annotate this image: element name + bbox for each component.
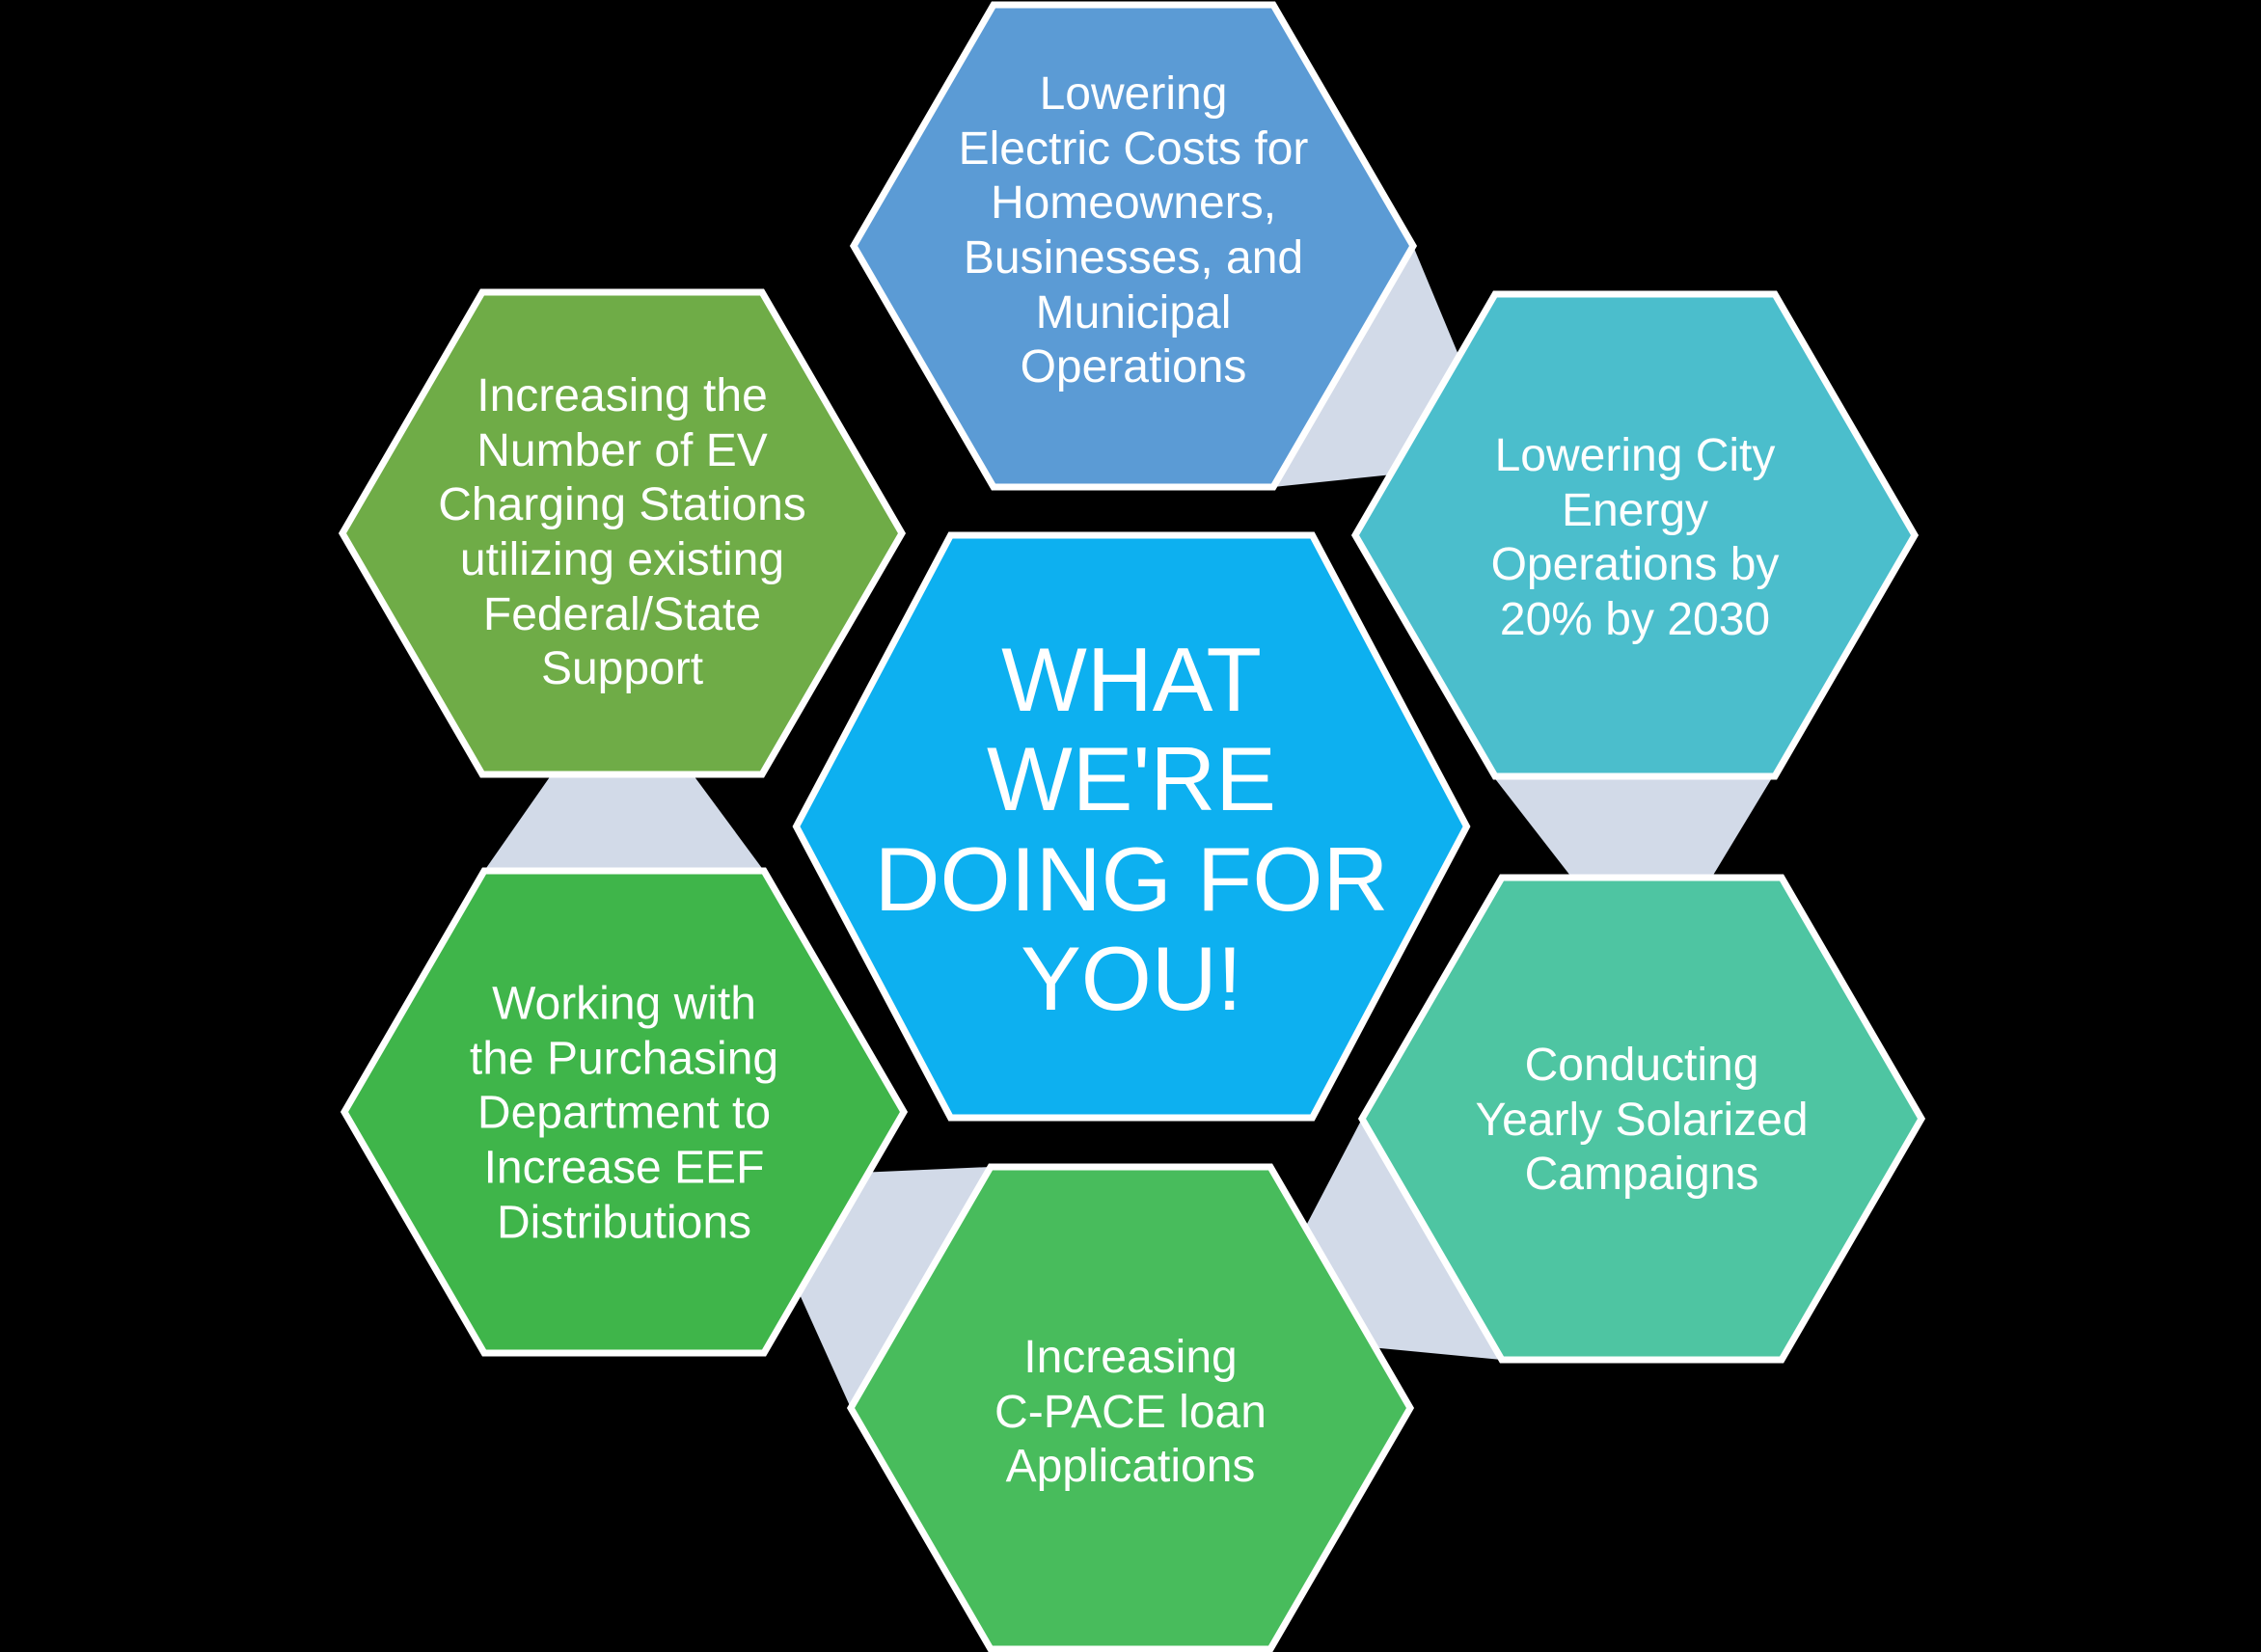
bottom-left-hexagon bbox=[340, 867, 909, 1357]
top-hexagon bbox=[849, 1, 1418, 491]
top-right-hexagon bbox=[1350, 290, 1920, 780]
top-left-hexagon bbox=[338, 288, 907, 778]
connector-4 bbox=[799, 1167, 991, 1408]
connector-3 bbox=[1305, 1119, 1502, 1360]
center-hexagon bbox=[792, 531, 1471, 1122]
connector-1 bbox=[1273, 246, 1458, 487]
connector-2 bbox=[1493, 776, 1773, 878]
bottom-hexagon bbox=[846, 1163, 1415, 1652]
connector-5 bbox=[484, 773, 764, 871]
bottom-right-hexagon bbox=[1357, 874, 1926, 1364]
